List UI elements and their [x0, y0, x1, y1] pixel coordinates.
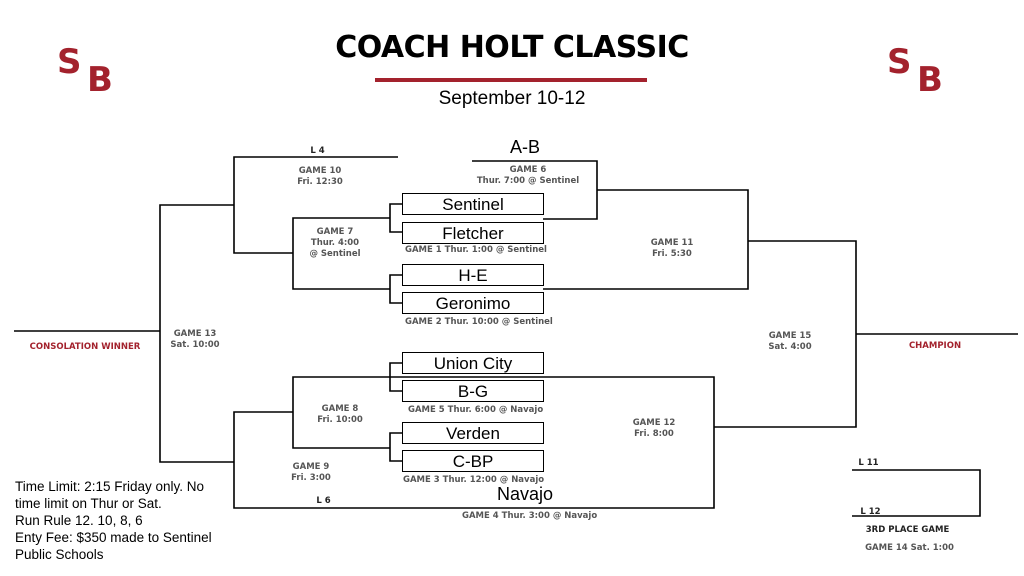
- team-sentinel: Sentinel: [402, 193, 544, 215]
- logo-letter-s: S: [887, 42, 912, 82]
- team-ab: A-B: [509, 137, 540, 157]
- game-6-label: GAME 6 Thur. 7:00 @ Sentinel: [468, 165, 588, 187]
- logo-letter-s: S: [57, 42, 82, 82]
- title-underline: [375, 78, 647, 82]
- game-5-label: GAME 5 Thur. 6:00 @ Navajo: [408, 405, 544, 415]
- bracket-line-game3: [389, 432, 402, 462]
- team-fletcher: Fletcher: [402, 222, 544, 244]
- team-cbp: C-BP: [402, 450, 544, 472]
- loser-11-label: L 11: [858, 458, 879, 468]
- loser-12-label: L 12: [860, 507, 881, 517]
- game-15-name: GAME 15: [768, 331, 812, 341]
- logo-letter-b: B: [917, 60, 943, 100]
- game-9-name: GAME 9: [292, 462, 330, 472]
- game-3-label: GAME 3 Thur. 12:00 @ Navajo: [403, 475, 545, 485]
- bracket-line-game9: [233, 411, 400, 509]
- note-line: time limit on Thur or Sat.: [15, 496, 162, 511]
- game-15-time: Sat. 4:00: [768, 342, 812, 352]
- team-he: H-E: [402, 264, 544, 286]
- page-title: COACH HOLT CLASSIC: [335, 30, 689, 65]
- game-12-time: Fri. 8:00: [634, 429, 674, 439]
- note-line: Run Rule 12. 10, 8, 6: [15, 513, 143, 528]
- game-13-name: GAME 13: [173, 329, 217, 339]
- bracket-line-game13: [159, 204, 234, 463]
- game-12-label: GAME 12 Fri. 8:00: [619, 418, 689, 440]
- game-7-time: Thur. 4:00: [310, 238, 360, 248]
- third-place-label: 3RD PLACE GAME: [865, 525, 950, 535]
- game-6-name: GAME 6: [509, 165, 547, 175]
- bracket-line-game11: [543, 189, 749, 290]
- game-4-label: GAME 4 Thur. 3:00 @ Navajo: [462, 511, 598, 521]
- game-8-time: Fri. 10:00: [317, 415, 363, 425]
- game-14-label: GAME 14 Sat. 1:00: [865, 543, 954, 553]
- tournament-dates: September 10-12: [438, 88, 586, 109]
- note-line: Time Limit: 2:15 Friday only. No: [15, 479, 205, 494]
- team-bg: B-G: [402, 380, 544, 402]
- loser-4-label: L 4: [310, 146, 325, 156]
- team-geronimo: Geronimo: [402, 292, 544, 314]
- game-10-time: Fri. 12:30: [297, 177, 343, 187]
- game-10-label: GAME 10 Fri. 12:30: [285, 166, 355, 188]
- game-9-label: GAME 9 Fri. 3:00: [276, 462, 346, 484]
- logo-right: S B: [887, 42, 957, 102]
- consolation-winner-label: CONSOLATION WINNER: [29, 342, 141, 352]
- game-13-time: Sat. 10:00: [170, 340, 220, 350]
- logo-letter-b: B: [87, 60, 113, 100]
- game-15-label: GAME 15 Sat. 4:00: [755, 331, 825, 353]
- game-9-time: Fri. 3:00: [291, 473, 331, 483]
- bracket-line-game1: [389, 203, 402, 233]
- game-2-label: GAME 2 Thur. 10:00 @ Sentinel: [405, 317, 553, 327]
- bracket-line-game12: [390, 376, 715, 509]
- team-union-city: Union City: [402, 352, 544, 374]
- game-7-location: @ Sentinel: [309, 249, 361, 259]
- bracket-line-game2: [389, 274, 402, 304]
- game-11-name: GAME 11: [650, 238, 694, 248]
- team-verden: Verden: [402, 422, 544, 444]
- team-navajo: Navajo: [496, 484, 554, 504]
- game-12-name: GAME 12: [632, 418, 676, 428]
- game-11-time: Fri. 5:30: [652, 249, 692, 259]
- note-line: Enty Fee: $350 made to Sentinel: [15, 530, 212, 545]
- champion-label: CHAMPION: [908, 341, 962, 351]
- game-8-name: GAME 8: [321, 404, 359, 414]
- game-7-name: GAME 7: [316, 227, 354, 237]
- game-10-name: GAME 10: [298, 166, 342, 176]
- bracket-line-3rd-place: [852, 469, 981, 517]
- game-8-label: GAME 8 Fri. 10:00: [305, 404, 375, 426]
- note-line: Public Schools: [15, 547, 104, 562]
- logo-left: S B: [57, 42, 127, 102]
- tournament-notes: Time Limit: 2:15 Friday only. No time li…: [15, 478, 240, 563]
- loser-6-label: L 6: [316, 496, 331, 506]
- game-1-label: GAME 1 Thur. 1:00 @ Sentinel: [405, 245, 547, 255]
- game-13-label: GAME 13 Sat. 10:00: [160, 329, 230, 351]
- game-6-time: Thur. 7:00 @ Sentinel: [476, 176, 580, 186]
- game-7-label: GAME 7 Thur. 4:00 @ Sentinel: [300, 227, 370, 260]
- game-11-label: GAME 11 Fri. 5:30: [637, 238, 707, 260]
